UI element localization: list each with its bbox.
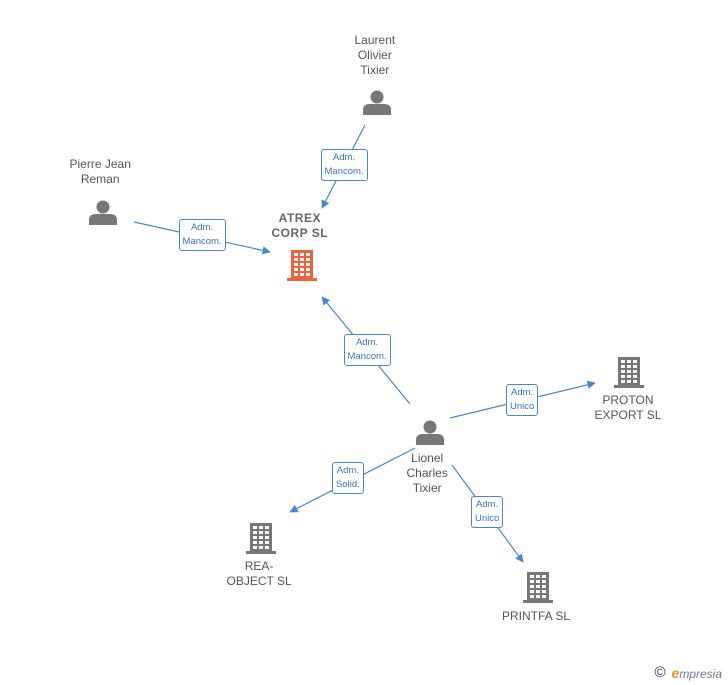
brand-logo[interactable]: empresia <box>672 665 722 681</box>
edge-label-lionel-atrex[interactable]: Adm. Mancom. <box>343 334 391 366</box>
person-icon-laurent[interactable] <box>363 90 391 116</box>
edge-label-lionel-rea[interactable]: Adm. Solid. <box>332 462 364 494</box>
node-label-atrex[interactable]: ATREX CORP SL <box>271 211 329 240</box>
node-label-lionel[interactable]: Lionel Charles Tixier <box>406 450 448 495</box>
person-icon-pierre[interactable] <box>89 200 117 226</box>
node-label-proton[interactable]: PROTON EXPORT SL <box>594 393 662 422</box>
edge-label-lionel-printfa[interactable]: Adm. Unico <box>471 496 504 528</box>
edge-label-laurent-atrex[interactable]: Adm. Mancom. <box>320 149 368 181</box>
edge-label-pierre-atrex[interactable]: Adm. Mancom. <box>178 219 226 251</box>
node-label-pierre[interactable]: Pierre Jean Reman <box>69 157 131 186</box>
node-label-printfa[interactable]: PRINTFA SL <box>502 608 571 623</box>
footer: © empresia <box>654 664 722 681</box>
building-icon-printfa[interactable] <box>523 572 553 603</box>
building-icon-proton[interactable] <box>614 357 644 388</box>
copyright-symbol: © <box>654 664 666 681</box>
person-icon-lionel[interactable] <box>416 420 444 446</box>
edge-label-lionel-proton[interactable]: Adm. Unico <box>506 384 539 416</box>
brand-name: mpresia <box>679 666 722 681</box>
node-label-laurent[interactable]: Laurent Olivier Tixier <box>354 32 396 77</box>
brand-initial: e <box>671 664 680 681</box>
building-icon-atrex[interactable] <box>287 250 317 281</box>
node-label-rea[interactable]: REA- OBJECT SL <box>226 559 292 588</box>
building-icon-rea[interactable] <box>246 523 276 554</box>
